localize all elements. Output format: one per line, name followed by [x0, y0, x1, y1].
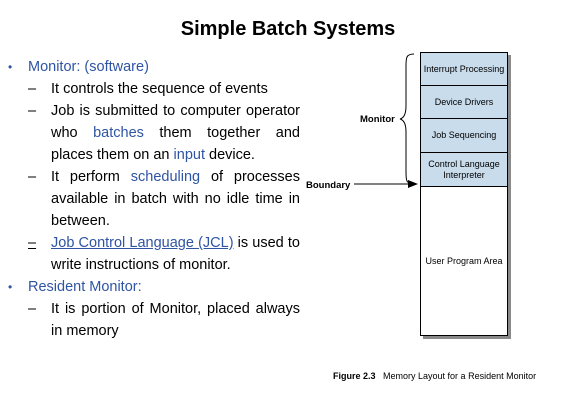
sub-bullet-job-submitted: –Job is submitted to computer operator w… — [8, 100, 300, 166]
dash-icon: – — [28, 81, 37, 97]
monitor-label: Monitor — [360, 114, 395, 125]
dash-icon: – — [28, 235, 37, 251]
brace-and-arrow — [354, 53, 418, 188]
sub-bullet-sequence: –It controls the sequence of events — [8, 78, 300, 100]
dash-icon: – — [28, 301, 37, 317]
scheduling-link[interactable]: scheduling — [130, 169, 201, 185]
cell-device-drivers: Device Drivers — [421, 86, 507, 119]
dash-icon: – — [28, 169, 37, 185]
batches-link[interactable]: batches — [93, 125, 144, 141]
memory-layout-figure: Monitor Boundary Interrupt Processing De… — [300, 46, 576, 405]
bullet-dot-icon: • — [8, 280, 13, 294]
cell-control-language: Control Language Interpreter — [421, 153, 507, 187]
cell-job-sequencing: Job Sequencing — [421, 119, 507, 153]
figure-caption: Figure 2.3 Memory Layout for a Resident … — [333, 371, 537, 381]
cell-user-program-area: User Program Area — [421, 187, 507, 335]
sub-bullet-jcl: –Job Control Language (JCL) is used to w… — [8, 232, 300, 276]
arrow-head-icon — [408, 180, 418, 188]
sub-bullet-scheduling: –It perform scheduling of processes avai… — [8, 166, 300, 232]
software-link[interactable]: software — [89, 59, 145, 75]
boundary-label: Boundary — [306, 180, 351, 191]
input-link[interactable]: input — [173, 147, 205, 163]
bullet-dot-icon: • — [8, 60, 13, 74]
brace-icon — [399, 53, 415, 185]
bullet-resident-monitor: •Resident Monitor: — [8, 276, 300, 298]
bullet-monitor: •Monitor: (software) — [8, 56, 300, 78]
jcl-link[interactable]: Job Control Language (JCL) — [51, 235, 234, 251]
sub-bullet-portion: –It is portion of Monitor, placed always… — [8, 298, 300, 342]
dash-icon: – — [28, 103, 37, 119]
memory-block: Interrupt Processing Device Drivers Job … — [420, 52, 508, 336]
slide-title: Simple Batch Systems — [180, 18, 396, 40]
cell-interrupt-processing: Interrupt Processing — [421, 53, 507, 86]
bullet-list: •Monitor: (software) –It controls the se… — [8, 56, 300, 342]
